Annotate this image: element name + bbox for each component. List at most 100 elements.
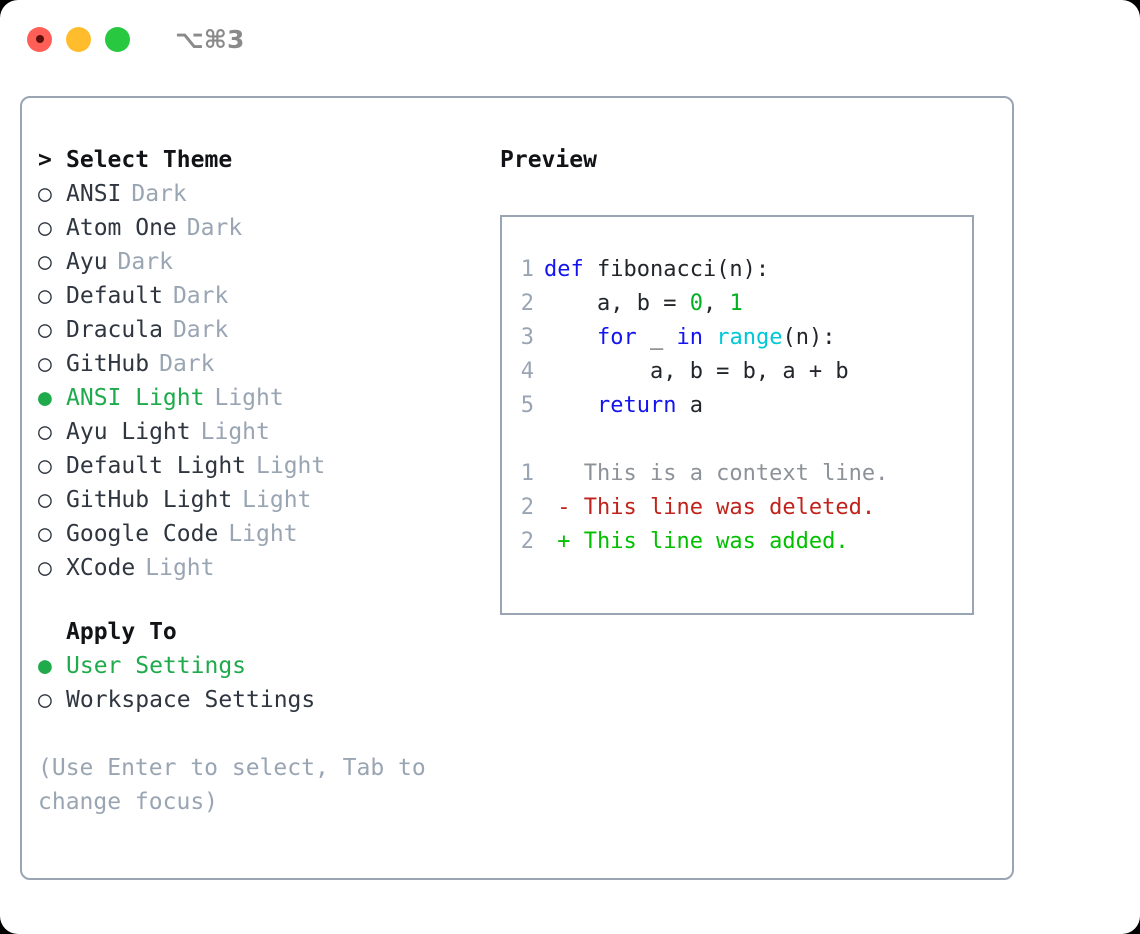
radio-unselected-icon[interactable]: ○: [38, 487, 52, 513]
diff-sample: 1 This is a context line. 2 - This line w…: [502, 457, 972, 559]
code-text: return a: [544, 389, 703, 423]
radio-selected-icon[interactable]: ●: [38, 385, 52, 411]
select-theme-heading: > Select Theme: [38, 143, 478, 177]
radio-unselected-icon[interactable]: ○: [38, 419, 52, 445]
diff-line: 2 - This line was deleted.: [502, 491, 972, 525]
theme-list-item[interactable]: ○ Ayu Light Light: [38, 415, 478, 449]
code-text: def fibonacci(n):: [544, 253, 769, 287]
minimize-button[interactable]: [66, 26, 91, 52]
theme-list-item[interactable]: ○ XCode Light: [38, 551, 478, 585]
theme-kind-badge: Light: [242, 487, 312, 513]
line-number: 2: [520, 291, 534, 316]
line-number: 3: [520, 325, 534, 350]
radio-unselected-icon[interactable]: ○: [38, 521, 52, 547]
code-token-kw: return: [544, 393, 690, 418]
radio-unselected-icon[interactable]: ○: [38, 249, 52, 275]
code-line: 1 def fibonacci(n):: [502, 253, 972, 287]
radio-unselected-icon[interactable]: ○: [38, 687, 52, 713]
theme-kind-badge: Dark: [172, 317, 229, 343]
diff-text: + This line was added.: [544, 529, 849, 554]
theme-kind-badge: Dark: [117, 249, 173, 275]
theme-name: ANSI: [66, 181, 122, 207]
code-token-kw: for: [544, 325, 650, 350]
theme-name: Ayu: [66, 249, 108, 275]
theme-name: Dracula: [66, 317, 163, 343]
theme-kind-badge: Light: [214, 385, 284, 411]
radio-selected-icon[interactable]: ●: [38, 653, 52, 679]
theme-list-item[interactable]: ○ ANSI Dark: [38, 177, 478, 211]
select-theme-label: Select Theme: [66, 147, 233, 173]
line-number: 5: [520, 393, 534, 418]
radio-unselected-icon[interactable]: ○: [38, 555, 52, 581]
radio-unselected-icon[interactable]: ○: [38, 283, 52, 309]
theme-kind-badge: Light: [228, 521, 298, 547]
preview-pane: Preview 1 def fibonacci(n): 2 a, b = 0, 1 3…: [500, 143, 1000, 615]
theme-kind-badge: Dark: [159, 351, 215, 377]
theme-kind-badge: Light: [145, 555, 215, 581]
theme-name: Default Light: [66, 453, 247, 479]
apply-to-item-label: Workspace Settings: [66, 687, 316, 713]
radio-unselected-icon[interactable]: ○: [38, 181, 52, 207]
theme-list-item[interactable]: ○ Default Dark: [38, 279, 478, 313]
theme-name: GitHub: [66, 351, 150, 377]
code-token-fn: range: [716, 325, 783, 350]
code-text: for _ in range(n):: [544, 321, 835, 355]
code-token-plain: a: [689, 393, 703, 418]
code-token-plain: fibonacci(n):: [596, 257, 770, 282]
preview-box: 1 def fibonacci(n): 2 a, b = 0, 1 3 for _ i…: [500, 215, 974, 615]
theme-name: Atom One: [66, 215, 177, 241]
theme-name: Ayu Light: [66, 419, 191, 445]
theme-kind-badge: Dark: [131, 181, 187, 207]
theme-name: Default: [66, 283, 163, 309]
keyboard-shortcut-label: ⌥⌘3: [175, 24, 245, 54]
line-number: 4: [520, 359, 534, 384]
theme-list-item[interactable]: ○ GitHub Dark: [38, 347, 478, 381]
theme-kind-badge: Dark: [186, 215, 243, 241]
diff-line: 2 + This line was added.: [502, 525, 972, 559]
theme-kind-badge: Dark: [172, 283, 229, 309]
line-number: 1: [520, 461, 534, 486]
code-sample: 1 def fibonacci(n): 2 a, b = 0, 1 3 for _ i…: [502, 253, 972, 423]
theme-list-item[interactable]: ○ Dracula Dark: [38, 313, 478, 347]
radio-unselected-icon[interactable]: ○: [38, 215, 52, 241]
theme-name: Google Code: [66, 521, 219, 547]
code-token-plain: a, b =: [544, 291, 690, 316]
line-number: 1: [520, 257, 534, 282]
diff-text: This is a context line.: [544, 461, 889, 486]
apply-to-heading: Apply To: [38, 615, 478, 649]
code-token-num: 0: [689, 291, 703, 316]
diff-text: - This line was deleted.: [544, 495, 876, 520]
prompt-caret-icon: >: [38, 147, 52, 173]
apply-to-item[interactable]: ●User Settings: [38, 649, 478, 683]
theme-name: XCode: [66, 555, 136, 581]
code-token-kw: in: [676, 325, 717, 350]
maximize-button[interactable]: [105, 26, 130, 52]
theme-list-item[interactable]: ○ Default Light Light: [38, 449, 478, 483]
preview-title: Preview: [500, 147, 597, 173]
code-token-plain: (n):: [782, 325, 836, 350]
code-token-plain: _: [649, 325, 677, 350]
code-text: a, b = b, a + b: [544, 355, 849, 389]
code-token-plain: ,: [702, 291, 730, 316]
code-line: 3 for _ in range(n):: [502, 321, 972, 355]
theme-list-item[interactable]: ○ Ayu Dark: [38, 245, 478, 279]
code-token-plain: a, b = b, a + b: [544, 359, 849, 384]
code-token-kw: def: [544, 257, 597, 282]
code-line: 4 a, b = b, a + b: [502, 355, 972, 389]
theme-list-item[interactable]: ○ Google Code Light: [38, 517, 478, 551]
radio-unselected-icon[interactable]: ○: [38, 453, 52, 479]
apply-to-item[interactable]: ○ Workspace Settings: [38, 683, 478, 717]
theme-list-item[interactable]: ○ Atom One Dark: [38, 211, 478, 245]
close-button[interactable]: [27, 26, 52, 52]
radio-unselected-icon[interactable]: ○: [38, 317, 52, 343]
theme-kind-badge: Light: [256, 453, 326, 479]
radio-unselected-icon[interactable]: ○: [38, 351, 52, 377]
line-number: 2: [520, 495, 534, 520]
theme-kind-badge: Light: [200, 419, 270, 445]
